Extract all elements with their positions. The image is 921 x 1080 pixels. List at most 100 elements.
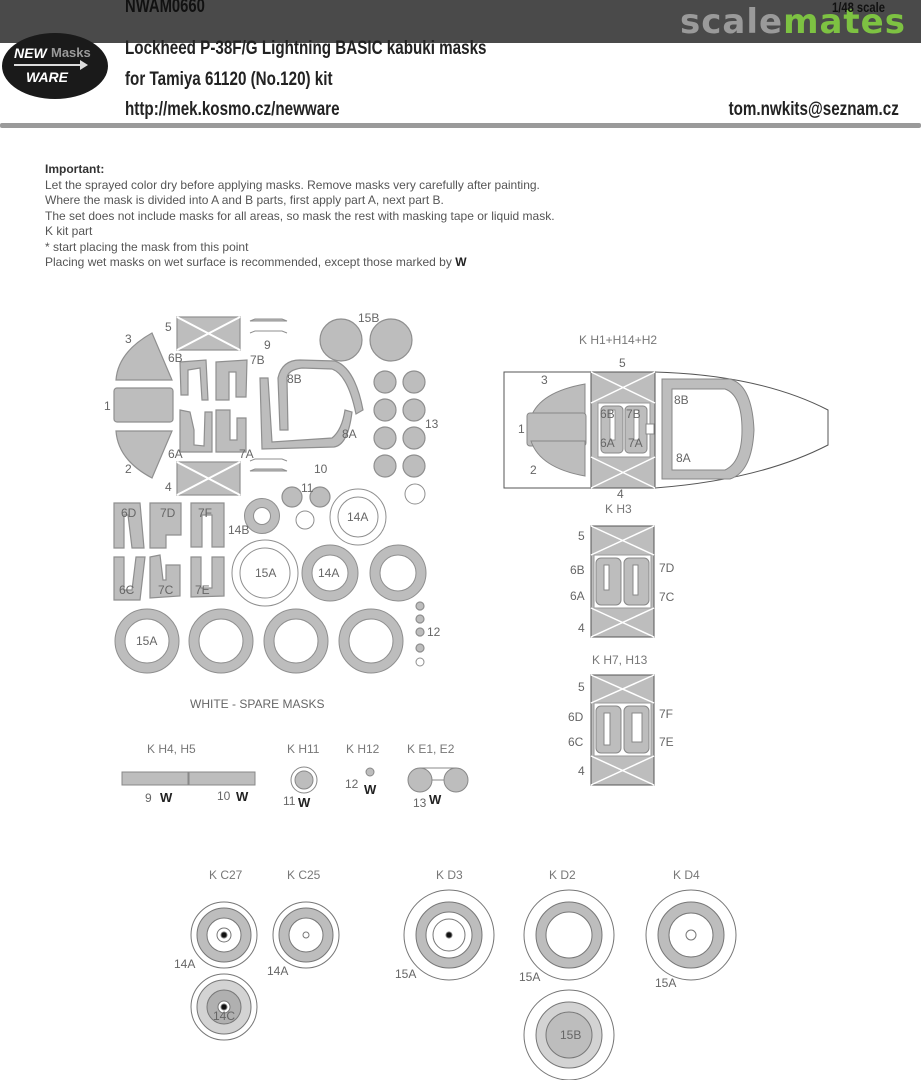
label-7d: 7D	[160, 506, 176, 520]
mask-14a	[302, 545, 358, 601]
canopy-label-7a: 7A	[628, 436, 643, 450]
mask-11	[281, 486, 303, 508]
wheel-mask-label: 15B	[560, 1028, 582, 1042]
label-15b: 15B	[358, 311, 380, 325]
canopy-label-7b: 7B	[626, 407, 641, 421]
h7-label-7e: 7E	[659, 735, 674, 749]
small-part-num: 9	[145, 791, 152, 805]
canopy-label-5: 5	[619, 356, 626, 370]
small-part-kit-ref: K H12	[346, 742, 380, 756]
logo-arrow-icon	[14, 64, 82, 66]
w-mark: W	[455, 255, 467, 269]
h7-kit-ref: K H7, H13	[592, 653, 648, 667]
label-11: 11	[301, 481, 314, 495]
label-7c: 7C	[158, 583, 174, 597]
label-2: 2	[125, 462, 132, 476]
label-14a-spare: 14A	[347, 510, 369, 524]
mask-14b	[244, 498, 280, 534]
label-5: 5	[165, 320, 172, 334]
notes-title: Important:	[45, 162, 105, 176]
h7-label-5: 5	[578, 680, 585, 694]
wheel-kit-ref: K D3	[436, 868, 463, 882]
wheel-d3	[403, 889, 495, 981]
mask-15b	[319, 318, 363, 362]
label-7a: 7A	[239, 447, 254, 461]
label-12: 12	[427, 625, 441, 639]
wheel-kit-ref: K C25	[287, 868, 321, 882]
small-part-kit-ref: K H4, H5	[147, 742, 196, 756]
label-15a: 15A	[136, 634, 158, 648]
part-13	[407, 767, 433, 793]
canopy-label-8a: 8A	[676, 451, 691, 465]
label-7e: 7E	[195, 583, 210, 597]
label-13: 13	[425, 417, 439, 431]
label-9: 9	[264, 338, 271, 352]
w-mark: W	[236, 789, 249, 804]
mask-7f	[190, 502, 225, 548]
scalemates-watermark: scalemates	[680, 2, 906, 42]
mask-8b	[277, 359, 364, 431]
part-9	[121, 771, 189, 786]
part-12	[365, 767, 375, 777]
note-line: Placing wet masks on wet surface is reco…	[45, 255, 467, 269]
h3-label-5: 5	[578, 529, 585, 543]
wheel-c27-14c	[190, 973, 258, 1041]
mask-8a	[259, 377, 353, 450]
w-mark: W	[298, 795, 311, 810]
label-7f: 7F	[198, 506, 213, 520]
mask-3	[115, 332, 173, 381]
wheel-kit-ref: K C27	[209, 868, 243, 882]
h3-label-6a: 6A	[570, 589, 585, 603]
label-6b: 6B	[168, 351, 183, 365]
instructions-block: Important: Let the sprayed color dry bef…	[45, 162, 555, 271]
logo-arrowhead-icon	[80, 60, 88, 70]
mask-6a	[179, 409, 213, 453]
label-8a: 8A	[342, 427, 357, 441]
label-4: 4	[165, 480, 172, 494]
note-line: Where the mask is divided into A and B p…	[45, 193, 444, 207]
mask-12	[415, 601, 425, 611]
website-link[interactable]: http://mek.kosmo.cz/newware	[125, 99, 340, 120]
small-part-num: 11	[283, 794, 296, 808]
wheel-mask-label: 14A	[174, 957, 196, 971]
canopy-label-6b: 6B	[600, 407, 615, 421]
w-mark: W	[160, 790, 173, 805]
mask-1	[113, 387, 174, 423]
h3-label-4: 4	[578, 621, 585, 635]
email-link[interactable]: tom.nwkits@seznam.cz	[728, 99, 899, 120]
canopy-label-3: 3	[541, 373, 548, 387]
h7-label-4: 4	[578, 764, 585, 778]
mask-7a	[215, 409, 247, 453]
label-10: 10	[314, 462, 328, 476]
mask-7c	[149, 554, 181, 599]
wheel-kit-ref: K D2	[549, 868, 576, 882]
wheel-mask-label: 15A	[519, 970, 541, 984]
w-mark: W	[364, 782, 377, 797]
wheel-mask-label: 15A	[655, 976, 677, 990]
wheel-d2-15b	[523, 989, 615, 1080]
label-3: 3	[125, 332, 132, 346]
header-divider	[0, 123, 921, 128]
wheel-kit-ref: K D4	[673, 868, 700, 882]
mask-7b	[215, 359, 248, 401]
canopy-label-1: 1	[518, 422, 525, 436]
small-part-num: 10	[217, 789, 231, 803]
wheel-mask-label: 14A	[267, 964, 289, 978]
label-6a: 6A	[168, 447, 183, 461]
mask-6d	[113, 502, 145, 549]
h3-diagram	[590, 525, 655, 638]
part-10	[188, 771, 256, 786]
product-title: Lockheed P-38F/G Lightning BASIC kabuki …	[125, 38, 487, 59]
wheel-mask-label: 14C	[213, 1009, 236, 1023]
wheel-c27	[190, 901, 258, 969]
small-part-kit-ref: K H11	[287, 742, 320, 756]
h7-diagram	[590, 674, 655, 786]
mask-6b	[179, 359, 209, 401]
header-bar	[0, 0, 921, 43]
label-6d: 6D	[121, 506, 137, 520]
note-line: Let the sprayed color dry before applyin…	[45, 177, 540, 192]
h3-kit-ref: K H3	[605, 502, 632, 516]
label-14a: 14A	[318, 566, 340, 580]
canopy-label-8b: 8B	[674, 393, 689, 407]
